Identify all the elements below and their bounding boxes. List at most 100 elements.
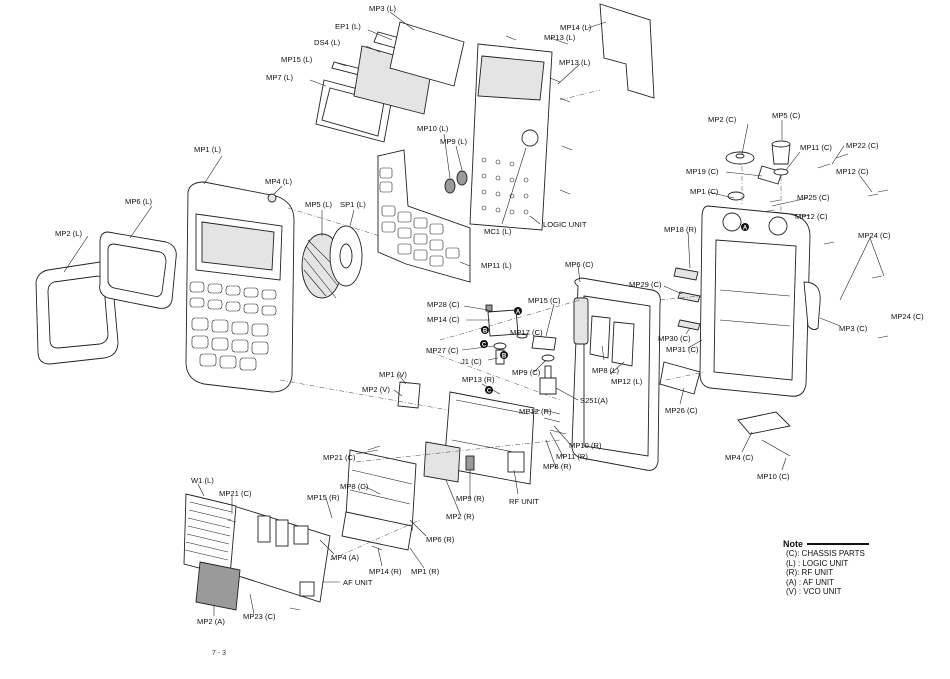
label-sp1-l: SP1 (L): [340, 200, 366, 209]
label-mp22-c: MP22 (C): [846, 141, 879, 150]
label-ep1-l: EP1 (L): [335, 22, 361, 31]
part-mp9-l: [456, 170, 468, 186]
svg-text:B: B: [483, 329, 488, 335]
chassis-mp1-c-rear-case: [699, 205, 811, 397]
label-j1-c: J1 (C): [461, 357, 482, 366]
marker-c-1: C: [480, 340, 488, 349]
label-mp11-l: MP11 (L): [481, 261, 512, 270]
note-line: (A) : AF UNIT: [786, 577, 834, 587]
part-mp3-l: [389, 21, 465, 87]
page-number: 7 - 3: [212, 650, 227, 657]
part-mp2-c: [725, 151, 755, 165]
label-mp9-l: MP9 (L): [440, 137, 467, 146]
svg-text:A: A: [743, 226, 748, 232]
label-mp1-l: MP1 (L): [194, 145, 221, 154]
part-mp15-c: [531, 335, 557, 351]
label-mp12-c-2: MP12 (C): [795, 212, 828, 221]
screws-chassis: [763, 153, 889, 339]
part-mp11-l-keypad: [377, 149, 471, 283]
label-mp30-c: MP30 (C): [658, 334, 691, 343]
label-mp5-c: MP5 (C): [772, 111, 801, 120]
label-mp24-c-2: MP24 (C): [891, 312, 924, 321]
part-mp8-r: [543, 409, 567, 435]
part-s251-a-switch: [539, 365, 557, 395]
label-mp3-c: MP3 (C): [839, 324, 868, 333]
marker-a-2: A: [741, 223, 749, 232]
svg-text:A: A: [516, 310, 521, 316]
label-mp23-c: MP23 (C): [243, 612, 276, 621]
label-mp9-r: MP9 (R): [456, 494, 485, 503]
label-rf-unit: RF UNIT: [509, 497, 539, 506]
marker-b-1: B: [481, 326, 489, 335]
label-logic-unit: LOGIC UNIT: [543, 220, 587, 229]
part-mp14-c: [487, 309, 519, 337]
label-mp4-l: MP4 (L): [265, 177, 292, 186]
label-mp8-c: MP8 (C): [340, 482, 369, 491]
part-mp2-l-bezel: [35, 261, 119, 365]
part-mp4-l: [267, 193, 277, 203]
note-line: (L) : LOGIC UNIT: [786, 558, 849, 568]
part-mp28-c: [485, 304, 493, 312]
assembly-lines: [279, 89, 782, 561]
part-labels: MP3 (L) EP1 (L) DS4 (L) MP15 (L) MP7 (L)…: [55, 4, 924, 626]
label-mp2-c: MP2 (C): [708, 115, 737, 124]
label-mp12-r: MP12 (R): [519, 407, 552, 416]
label-mp8-r: MP8 (R): [543, 462, 572, 471]
part-mp29-c: [677, 291, 701, 303]
label-mp9-c: MP9 (C): [512, 368, 541, 377]
svg-text:B: B: [502, 354, 507, 360]
label-mp13-l-2: MP13 (L): [559, 58, 591, 67]
part-sp1-l-speaker: [329, 225, 363, 287]
part-mp3-c-clip: [803, 281, 821, 331]
part-mp10-c: [761, 439, 791, 457]
label-mp7-l: MP7 (L): [266, 73, 293, 82]
label-s251-a: S251(A): [580, 396, 608, 405]
label-mp27-c: MP27 (C): [426, 346, 459, 355]
marker-c-2: C: [485, 386, 493, 395]
label-mp31-c: MP31 (C): [666, 345, 699, 354]
label-mp17-c: MP17 (C): [510, 328, 543, 337]
label-mp18-r: MP18 (R): [664, 225, 697, 234]
label-mp15-c: MP15 (C): [528, 296, 561, 305]
note-line: (C): CHASSIS PARTS: [786, 549, 865, 558]
part-mp12-c-ring: [727, 191, 745, 201]
note-title: Note: [783, 539, 903, 549]
label-mp10-c: MP10 (C): [757, 472, 790, 481]
part-mp8-l: [589, 315, 611, 359]
label-mp26-c: MP26 (C): [665, 406, 698, 415]
svg-text:C: C: [482, 343, 487, 349]
screws-af-rf: [227, 445, 383, 611]
label-ds4-l: DS4 (L): [314, 38, 341, 47]
label-mp14-r: MP14 (R): [369, 567, 402, 576]
part-mp11-c: [773, 168, 789, 176]
label-mp5-l: MP5 (L): [305, 200, 332, 209]
label-mp4-c: MP4 (C): [725, 453, 754, 462]
label-w1-l: W1 (L): [191, 476, 214, 485]
screws-mp13-l: [505, 35, 573, 195]
label-mp6-r: MP6 (R): [426, 535, 455, 544]
part-mp6-c-tab: [573, 297, 589, 345]
label-mp2-a: MP2 (A): [197, 617, 225, 626]
part-mp2-r: [423, 441, 461, 483]
label-mc1-l: MC1 (L): [484, 227, 512, 236]
part-mp1-v: [397, 381, 421, 409]
part-mp30-c: [677, 319, 701, 331]
label-mp3-l: MP3 (L): [369, 4, 396, 13]
marker-a-1: A: [514, 307, 522, 316]
label-mp25-c: MP25 (C): [797, 193, 830, 202]
label-mp2-r: MP2 (R): [446, 512, 475, 521]
label-mp15-r: MP15 (R): [307, 493, 340, 502]
label-mp11-r: MP11 (R): [556, 452, 588, 461]
label-mp8-l: MP8 (L): [592, 366, 619, 375]
logic-unit-board: [469, 43, 553, 231]
part-mp6-r-shield: [345, 449, 417, 531]
part-mp5-c-knob: [771, 140, 791, 165]
label-mp10-l: MP10 (L): [417, 124, 449, 133]
label-mp24-c: MP24 (C): [858, 231, 891, 240]
label-mp13-l: MP13 (L): [544, 33, 576, 42]
part-mp9-r: [465, 455, 475, 471]
note-line: (R): RF UNIT: [786, 568, 834, 578]
svg-text:C: C: [487, 389, 492, 395]
label-mp1-r: MP1 (R): [411, 567, 440, 576]
